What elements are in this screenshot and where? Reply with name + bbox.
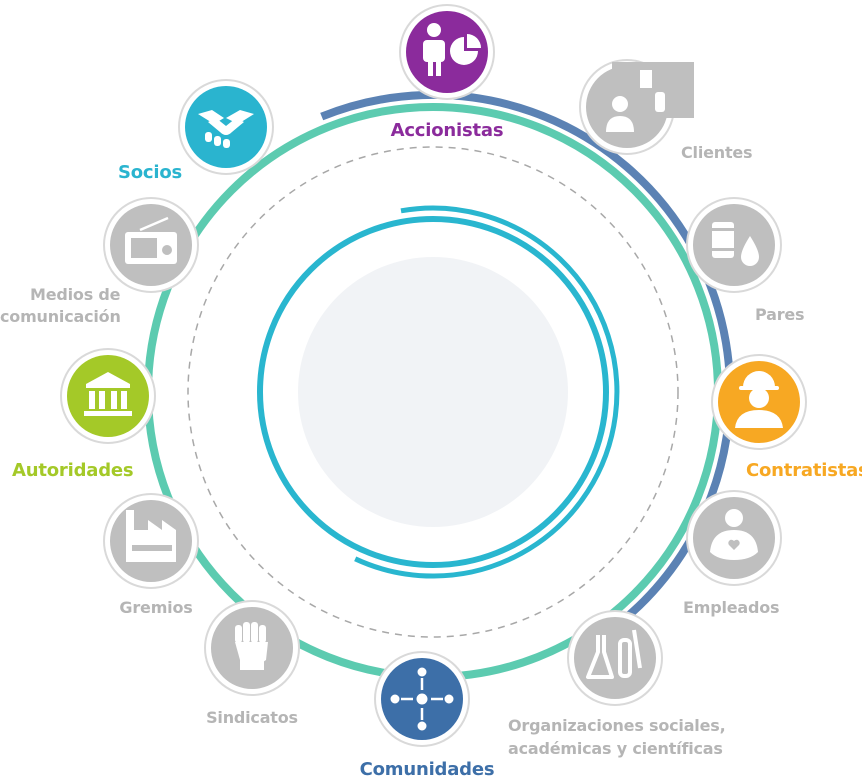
node-empleados[interactable]: Empleados [683, 490, 782, 617]
barrel-drop-icon [708, 222, 759, 266]
node-gremios[interactable]: Gremios [103, 493, 199, 617]
node-socios[interactable]: Socios [118, 79, 274, 183]
label-organizaciones-line1: Organizaciones sociales, [508, 716, 725, 735]
employee-heart-icon [710, 509, 758, 560]
label-empleados: Empleados [683, 598, 779, 617]
factory-icon [126, 510, 176, 562]
node-medios[interactable]: Medios de comunicación [0, 197, 199, 326]
label-clientes: Clientes [681, 143, 752, 162]
label-comunidades: Comunidades [360, 759, 495, 780]
node-autoridades[interactable]: Autoridades [12, 348, 156, 481]
node-pares[interactable]: Pares [686, 197, 805, 324]
label-medios-line1: Medios de [30, 285, 121, 304]
center-disc [298, 257, 568, 527]
raised-fist-icon [235, 622, 268, 670]
node-sindicatos[interactable]: Sindicatos [204, 600, 300, 727]
inner-cyan-ring [257, 216, 609, 568]
lab-flask-icon [586, 629, 642, 679]
government-building-icon [84, 372, 132, 416]
node-clientes[interactable]: Clientes [579, 59, 753, 162]
worker-hardhat-icon [735, 371, 783, 428]
ring-layer [144, 90, 735, 681]
label-medios-line2: comunicación [0, 307, 121, 326]
label-pares: Pares [755, 305, 804, 324]
label-autoridades: Autoridades [12, 460, 133, 481]
label-gremios: Gremios [119, 598, 192, 617]
node-contratistas[interactable]: Contratistas [711, 354, 862, 481]
inner-cyan-arc [354, 205, 620, 579]
label-sindicatos: Sindicatos [206, 708, 298, 727]
label-accionistas: Accionistas [391, 120, 504, 141]
shareholder-chart-icon [423, 23, 481, 76]
handshake-icon [198, 110, 254, 148]
node-organizaciones[interactable]: Organizaciones sociales, académicas y ci… [508, 610, 726, 758]
radio-icon [125, 216, 177, 264]
label-contratistas: Contratistas [746, 460, 862, 481]
client-retail-icon [606, 62, 694, 132]
community-arrows-icon [390, 667, 454, 731]
node-comunidades[interactable]: Comunidades [360, 651, 495, 780]
label-socios: Socios [118, 162, 182, 183]
label-organizaciones-line2: académicas y científicas [508, 739, 723, 758]
dashed-inner-ring [187, 146, 679, 638]
node-accionistas[interactable]: Accionistas [391, 4, 504, 141]
